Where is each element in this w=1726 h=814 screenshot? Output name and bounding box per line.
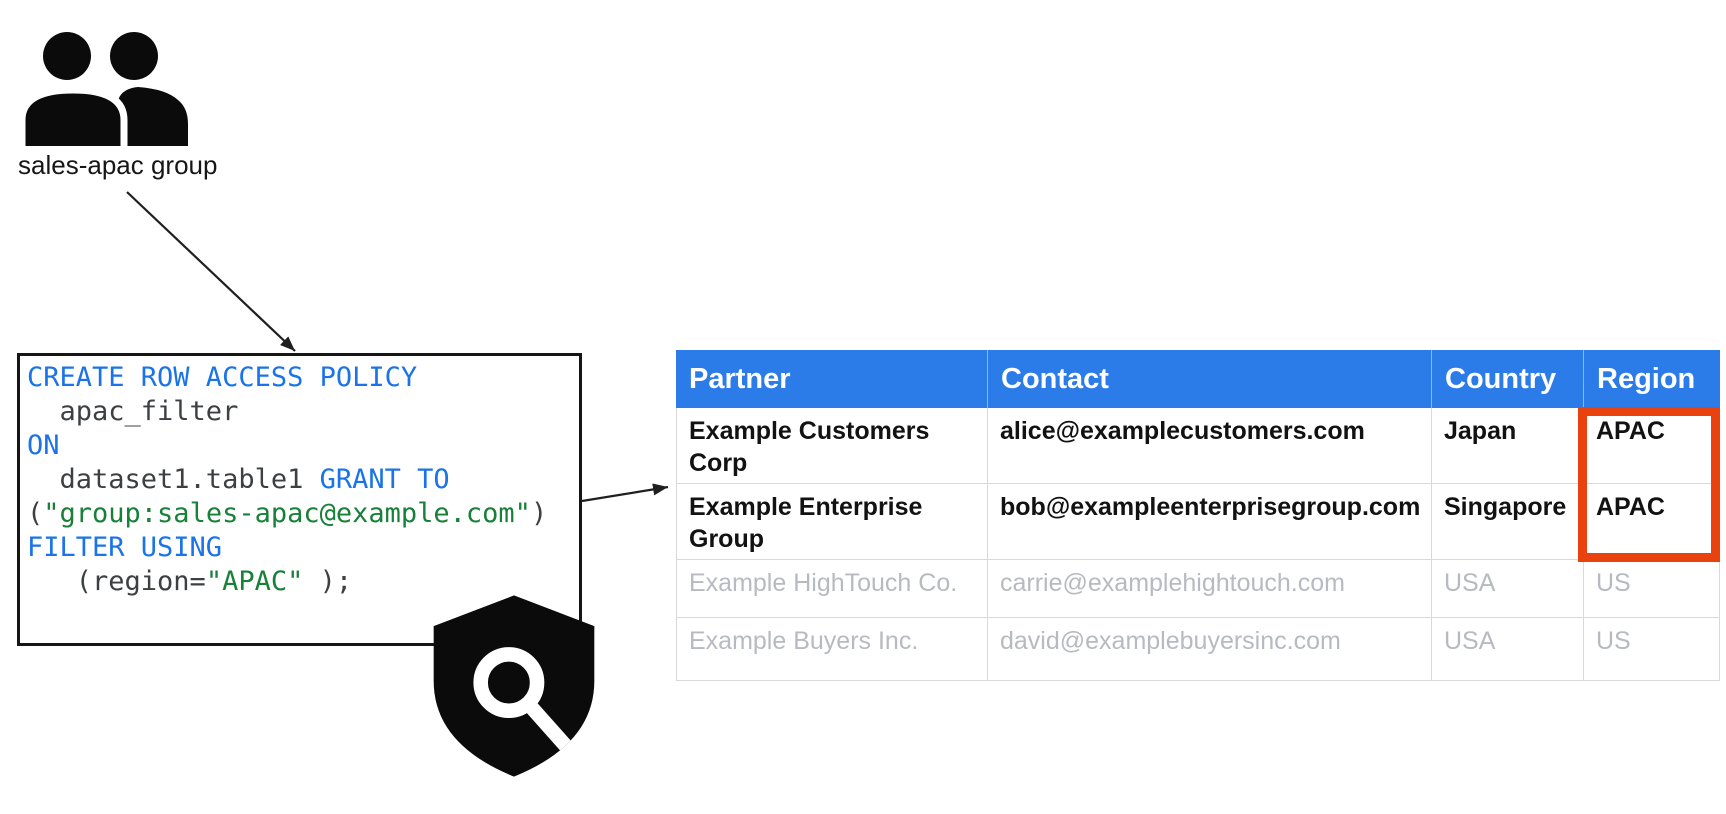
partner-table: Partner Contact Country Region Example C… — [676, 350, 1720, 681]
code-punctuation: ); — [303, 566, 353, 597]
code-string: "APAC" — [205, 566, 304, 597]
code-line: dataset1.table1 GRANT TO — [27, 463, 579, 497]
table-row: Example Enterprise Group bob@exampleente… — [676, 484, 1720, 560]
people-icon — [20, 32, 188, 146]
code-string: "group:sales-apac@example.com" — [43, 498, 531, 529]
column-header-contact: Contact — [987, 350, 1431, 408]
table-header-row: Partner Contact Country Region — [676, 350, 1720, 408]
code-line: CREATE ROW ACCESS POLICY — [27, 361, 579, 395]
code-keyword: CREATE ROW ACCESS POLICY — [27, 362, 418, 393]
code-line: FILTER USING — [27, 531, 579, 565]
arrow-group-to-policy — [126, 191, 296, 352]
region-cell: US — [1583, 560, 1720, 618]
magnifier-lens — [473, 647, 545, 719]
code-identifier: dataset1.table1 — [27, 464, 320, 495]
shield-search-icon — [433, 595, 595, 777]
table-row: Example Customers Corp alice@examplecust… — [676, 408, 1720, 484]
code-keyword: FILTER USING — [27, 532, 223, 563]
contact-cell: david@examplebuyersinc.com — [987, 618, 1431, 681]
region-cell: US — [1583, 618, 1720, 681]
partner-cell: Example Customers Corp — [676, 408, 987, 484]
code-keyword: ON — [27, 430, 60, 461]
country-cell: Singapore — [1431, 484, 1583, 560]
code-punctuation: ( — [27, 498, 44, 529]
code-line: apac_filter — [27, 395, 579, 429]
country-cell: USA — [1431, 560, 1583, 618]
magnifier-handle — [522, 698, 575, 755]
partner-table-container: Partner Contact Country Region Example C… — [676, 350, 1720, 681]
code-line: ("group:sales-apac@example.com") — [27, 497, 579, 531]
country-cell: Japan — [1431, 408, 1583, 484]
arrow-policy-to-table — [581, 483, 669, 503]
region-cell: APAC — [1583, 408, 1720, 484]
table-row: Example HighTouch Co. carrie@examplehigh… — [676, 560, 1720, 618]
code-punctuation: (region= — [27, 566, 206, 597]
partner-cell: Example Buyers Inc. — [676, 618, 987, 681]
contact-cell: bob@exampleenterprisegroup.com — [987, 484, 1431, 560]
contact-cell: alice@examplecustomers.com — [987, 408, 1431, 484]
column-header-partner: Partner — [676, 350, 987, 408]
column-header-region: Region — [1583, 350, 1720, 408]
partner-cell: Example HighTouch Co. — [676, 560, 987, 618]
group-label: sales-apac group — [18, 150, 218, 180]
code-keyword: GRANT TO — [319, 464, 450, 495]
code-identifier: apac_filter — [27, 396, 239, 427]
table-row: Example Buyers Inc. david@examplebuyersi… — [676, 618, 1720, 681]
partner-cell: Example Enterprise Group — [676, 484, 987, 560]
partner-table-body: Example Customers Corp alice@examplecust… — [676, 408, 1720, 681]
code-line: ON — [27, 429, 579, 463]
code-punctuation: ) — [530, 498, 548, 529]
country-cell: USA — [1431, 618, 1583, 681]
contact-cell: carrie@examplehightouch.com — [987, 560, 1431, 618]
region-cell: APAC — [1583, 484, 1720, 560]
column-header-country: Country — [1431, 350, 1583, 408]
code-line: (region="APAC" ); — [27, 565, 579, 599]
